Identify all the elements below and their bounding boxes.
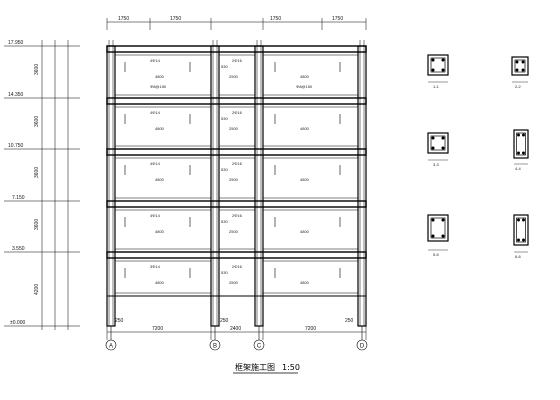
rebar-mid-1: 2Φ16 [232, 58, 243, 63]
span-left-1: 4800 [155, 74, 165, 79]
rebar-lines [108, 40, 365, 326]
span-right-1: 4800 [300, 74, 310, 79]
support-size-2: 530 [221, 116, 228, 121]
top-dim-4: 1750 [332, 16, 343, 22]
elevation-ruler [4, 40, 80, 330]
stirrup-note-left: Φ8@150 [150, 84, 167, 89]
top-dim-1: 1750 [118, 16, 129, 22]
section-label-3: 3-3 [433, 162, 440, 167]
storey-height-5: 4200 [34, 284, 40, 295]
rebar-mid-3: 2Φ16 [232, 161, 243, 166]
section-detail-2 [511, 56, 529, 83]
section-label-1: 1-1 [433, 84, 440, 89]
span-mid-5: 2500 [229, 280, 239, 285]
elevation-label-1: 17.950 [8, 40, 24, 46]
top-dim-2: 1750 [170, 16, 181, 22]
rebar-mid-4: 2Φ16 [232, 213, 243, 218]
rebar-left-4: 4Φ14 [150, 213, 161, 218]
span-mid-3: 2500 [229, 177, 239, 182]
rebar-mid-2: 2Φ16 [232, 110, 243, 115]
elevation-label-2: 14.350 [8, 92, 24, 98]
drawing-caption: 框架施工图 1:50 [233, 362, 300, 374]
span-left-2: 4800 [155, 126, 165, 131]
elevation-label-6: ±0.000 [10, 320, 25, 326]
column-c [254, 45, 264, 327]
elevation-label-4: 7.150 [12, 195, 25, 201]
floor-beams [106, 45, 367, 297]
column-b [210, 45, 220, 327]
column-d [357, 45, 367, 327]
elevation-label-3: 10.750 [8, 143, 24, 149]
storey-height-4: 3600 [34, 219, 40, 230]
span-left-5: 4800 [155, 280, 165, 285]
bottom-dim-1: 250 [115, 318, 124, 324]
span-right-3: 4800 [300, 177, 310, 182]
stirrup-note-right: Φ8@150 [296, 84, 313, 89]
support-size-4: 530 [221, 219, 228, 224]
rebar-left-5: 3Φ14 [150, 264, 161, 269]
axis-label-c: C [257, 344, 262, 350]
storey-height-3: 3600 [34, 167, 40, 178]
axis-label-d: D [360, 344, 365, 350]
bottom-dimension [106, 326, 367, 340]
section-details [427, 54, 529, 253]
support-size-1: 530 [221, 64, 228, 69]
support-size-5: 530 [221, 270, 228, 275]
caption-title: 框架施工图 [235, 362, 275, 372]
stirrup-marks [124, 62, 341, 278]
span-left-4: 4800 [155, 229, 165, 234]
span-right-2: 4800 [300, 126, 310, 131]
rebar-left-2: 4Φ14 [150, 110, 161, 115]
section-detail-4 [513, 129, 529, 165]
bottom-width-middle: 2400 [230, 326, 241, 332]
axis-label-b: B [213, 344, 217, 350]
support-size-3: 530 [221, 167, 228, 172]
section-detail-3 [427, 132, 449, 161]
axis-bubble-b [209, 339, 221, 351]
section-detail-6 [513, 214, 529, 253]
span-left-3: 4800 [155, 177, 165, 182]
rebar-mid-5: 2Φ16 [232, 264, 243, 269]
bottom-width-left: 7200 [152, 326, 163, 332]
rebar-left-3: 4Φ14 [150, 161, 161, 166]
section-detail-5 [427, 214, 449, 251]
bottom-width-right: 7200 [305, 326, 316, 332]
span-right-4: 4800 [300, 229, 310, 234]
axis-bubble-d [356, 339, 368, 351]
section-label-6: 6-6 [515, 254, 522, 259]
section-label-5: 5-5 [433, 252, 440, 257]
axis-label-a: A [109, 344, 113, 350]
top-dim-3: 1750 [270, 16, 281, 22]
axis-bubble-c [253, 339, 265, 351]
axis-bubble-a [105, 339, 117, 351]
bottom-dim-3: 250 [345, 318, 354, 324]
axis-bubbles [105, 326, 368, 351]
caption-scale: 1:50 [282, 363, 300, 372]
storey-height-1: 3600 [34, 64, 40, 75]
top-dimension [106, 18, 367, 30]
span-mid-1: 2500 [229, 74, 239, 79]
bottom-dim-2: 250 [220, 318, 229, 324]
column-a [106, 45, 116, 327]
storey-height-2: 3600 [34, 116, 40, 127]
section-detail-1 [427, 54, 449, 83]
span-right-5: 4800 [300, 280, 310, 285]
beam-annotations: 4Φ14 4Φ14 4Φ14 4Φ14 3Φ14 2Φ16 2Φ16 2Φ16 … [150, 58, 313, 285]
span-mid-2: 2500 [229, 126, 239, 131]
span-mid-4: 2500 [229, 229, 239, 234]
section-label-4: 4-4 [515, 166, 522, 171]
section-label-2: 2-2 [515, 84, 522, 89]
rebar-left-1: 4Φ14 [150, 58, 161, 63]
elevation-label-5: 3.550 [12, 246, 25, 252]
